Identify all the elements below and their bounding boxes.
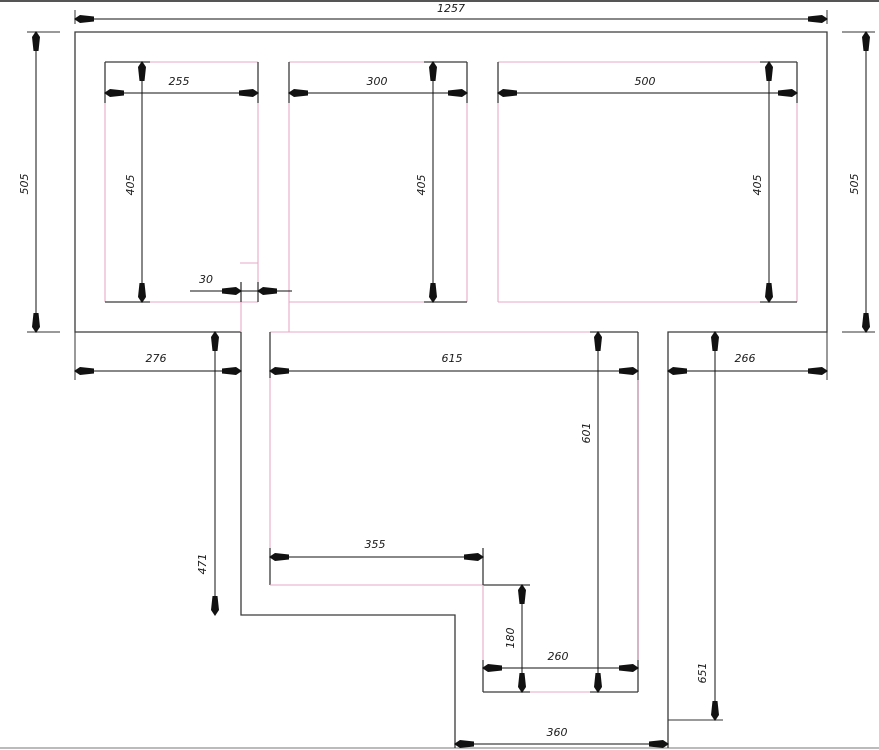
dim-label-left-ledge: 276	[146, 352, 167, 365]
dim-overall-width: 1257	[74, 2, 828, 24]
dim-bottom-inner-width: 260	[482, 650, 639, 672]
dim-label-bottom-width: 360	[547, 726, 568, 739]
dim-label-height-left: 505	[18, 174, 31, 195]
dim-left-leg-height: 471	[196, 331, 219, 616]
dim-room1-height: 405	[124, 61, 146, 303]
dim-label-room1-width: 255	[169, 75, 190, 88]
dim-room2-width: 300	[288, 75, 468, 97]
dim-label-height-right: 505	[848, 174, 861, 195]
dim-label-left-leg-height: 471	[196, 554, 209, 575]
dim-center-height: 601	[580, 331, 602, 693]
dim-label-notch-height: 180	[504, 628, 517, 649]
dim-center-width: 615	[269, 352, 639, 375]
dim-room2-height: 405	[415, 61, 437, 303]
dim-room1-width: 255	[104, 75, 259, 97]
dim-left-ledge: 276	[74, 332, 242, 380]
dim-label-room2-height: 405	[415, 175, 428, 196]
room-2	[288, 61, 468, 303]
dim-right-ledge: 266	[667, 332, 828, 380]
dim-right-leg-height: 651	[668, 331, 723, 721]
dim-wall-gap: 30	[190, 273, 292, 295]
dim-height-right: 505	[842, 31, 875, 333]
dim-label-room1-height: 405	[124, 175, 137, 196]
dim-notch-height: 180	[504, 584, 526, 693]
dim-label-center-height: 601	[580, 423, 593, 444]
dim-label-center-width: 615	[442, 352, 463, 365]
dim-label-room2-width: 300	[367, 75, 388, 88]
dim-label-right-leg-height: 651	[696, 663, 709, 684]
inner-central-walls	[269, 331, 639, 693]
dim-label-notch-width: 355	[365, 538, 386, 551]
wall-gap-stubs	[240, 262, 290, 332]
dim-room3-width: 500	[497, 75, 798, 97]
dim-bottom-width: 360	[454, 726, 669, 748]
dim-label-overall-width: 1257	[437, 2, 465, 15]
dim-notch-width: 355	[269, 538, 484, 561]
dim-room3-height: 405	[751, 61, 773, 303]
dim-label-right-ledge: 266	[735, 352, 756, 365]
dim-label-bottom-inner-width: 260	[548, 650, 569, 663]
dim-height-left: 505	[18, 31, 60, 333]
dim-label-room3-width: 500	[635, 75, 656, 88]
dim-label-wall-gap: 30	[199, 273, 213, 286]
dim-label-room3-height: 405	[751, 175, 764, 196]
outer-walls	[74, 31, 828, 748]
